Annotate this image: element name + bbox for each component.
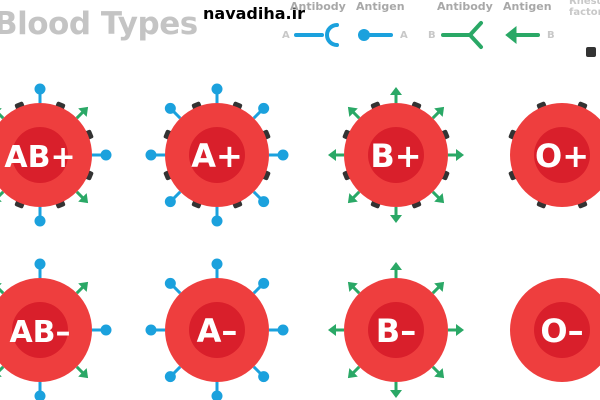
page-title: Blood Types xyxy=(0,6,198,42)
antigen-a-icon xyxy=(258,277,270,289)
legend-b-antigen-label: Antigen xyxy=(503,0,552,13)
legend-b-letter: B xyxy=(428,30,436,41)
antigen-a-icon xyxy=(164,277,176,289)
blood-cell-O-pos: O+ xyxy=(508,101,600,209)
blood-type-label: O+ xyxy=(535,137,589,175)
antigen-b-arrow-icon xyxy=(456,324,464,336)
antigen-b-stem xyxy=(0,365,5,373)
antigen-a-icon xyxy=(258,102,270,114)
blood-cell-B-pos: B+ xyxy=(328,87,464,223)
antigen-a-icon xyxy=(277,149,289,161)
b-antigen-icon xyxy=(505,25,540,45)
antigen-a-icon xyxy=(211,390,223,400)
antigen-b-arrow-icon xyxy=(434,193,445,204)
antigen-a-icon xyxy=(258,196,270,208)
antigen-a-icon xyxy=(34,258,46,270)
antigen-a-icon xyxy=(277,324,289,336)
antigen-b-arrow-icon xyxy=(78,281,89,292)
a-antibody-icon xyxy=(294,23,339,47)
antigen-b-stem xyxy=(0,190,5,198)
blood-cell-B-neg: B– xyxy=(328,262,464,398)
legend-b-antibody-label: Antibody xyxy=(437,0,493,13)
antigen-a-icon xyxy=(211,258,223,270)
blood-type-label: O– xyxy=(540,312,583,350)
antigen-b-arrow-icon xyxy=(78,368,89,379)
antigen-b-arrow-icon xyxy=(390,87,402,95)
antigen-a-icon xyxy=(258,371,270,383)
antigen-b-arrow-icon xyxy=(347,368,358,379)
legend-a-letter: A xyxy=(282,30,290,41)
blood-type-label: A+ xyxy=(191,137,243,175)
antigen-b-arrow-icon xyxy=(0,199,2,202)
blood-cell-O-neg: O– xyxy=(510,278,600,382)
rhesus-factor-icon xyxy=(586,47,596,57)
cell-core xyxy=(534,302,590,358)
antigen-a-icon xyxy=(164,196,176,208)
cell-core xyxy=(368,127,424,183)
antigen-a-icon xyxy=(34,83,46,95)
blood-cell-A-pos: A+ xyxy=(145,83,289,227)
antigen-a-icon xyxy=(34,215,46,227)
antigen-a-icon xyxy=(100,149,112,161)
antigen-a-icon xyxy=(100,324,112,336)
legend-icons xyxy=(294,21,596,57)
cell-core xyxy=(12,302,68,358)
antigen-b-arrow-icon xyxy=(78,106,89,117)
antigen-b-arrow-icon xyxy=(434,281,445,292)
blood-type-label: A– xyxy=(197,312,238,350)
antigen-a-icon xyxy=(145,149,157,161)
cell-core xyxy=(12,127,68,183)
antigen-b-arrow-icon xyxy=(78,193,89,204)
blood-type-label: B– xyxy=(376,312,416,350)
blood-type-label: B+ xyxy=(370,137,421,175)
antigen-b-arrow-icon xyxy=(328,149,336,161)
antigen-b-arrow-icon xyxy=(434,106,445,117)
a-antigen-icon xyxy=(358,29,393,41)
antigen-b-arrow-icon xyxy=(0,374,2,377)
antigen-b-arrow-icon xyxy=(347,106,358,117)
antigen-a-icon xyxy=(164,102,176,114)
antigen-b-stem xyxy=(0,287,5,295)
antigen-b-arrow-icon xyxy=(390,215,402,223)
antigen-b-arrow-icon xyxy=(390,390,402,398)
antigen-b-arrow-icon xyxy=(328,324,336,336)
antigen-b-arrow-icon xyxy=(0,108,2,111)
antigen-b-arrow-icon xyxy=(347,281,358,292)
blood-type-label: AB– xyxy=(9,315,70,350)
blood-cell-A-neg: A– xyxy=(145,258,289,400)
cell-core xyxy=(368,302,424,358)
antigen-b-arrow-icon xyxy=(347,193,358,204)
cell-core xyxy=(189,302,245,358)
antigen-b-arrow-icon xyxy=(456,149,464,161)
blood-cell-AB-pos: AB+ xyxy=(0,83,112,227)
antigen-b-arrow-icon xyxy=(434,368,445,379)
legend-rhesus-label: Rhesus factor xyxy=(569,0,600,18)
antigen-a-icon xyxy=(145,324,157,336)
antigen-a-icon xyxy=(34,390,46,400)
legend-a-antibody-label: Antibody xyxy=(290,0,346,13)
antigen-a-icon xyxy=(164,371,176,383)
b-antibody-icon xyxy=(441,21,483,49)
antigen-b-arrow-icon xyxy=(0,283,2,286)
blood-type-label: AB+ xyxy=(4,140,75,175)
antigen-b-stem xyxy=(0,112,5,120)
antigen-a-icon xyxy=(211,215,223,227)
watermark: navadiha.ir xyxy=(203,4,305,23)
cell-core xyxy=(534,127,590,183)
legend-a-letter: A xyxy=(400,30,408,41)
legend-a-antigen-label: Antigen xyxy=(356,0,405,13)
blood-cell-AB-neg: AB– xyxy=(0,258,112,400)
legend-b-letter: B xyxy=(547,30,555,41)
antigen-b-arrow-icon xyxy=(390,262,402,270)
antigen-a-icon xyxy=(211,83,223,95)
cell-core xyxy=(189,127,245,183)
blood-cells: AB+ A+ B+ O+ AB– A– B– O– xyxy=(0,83,600,400)
